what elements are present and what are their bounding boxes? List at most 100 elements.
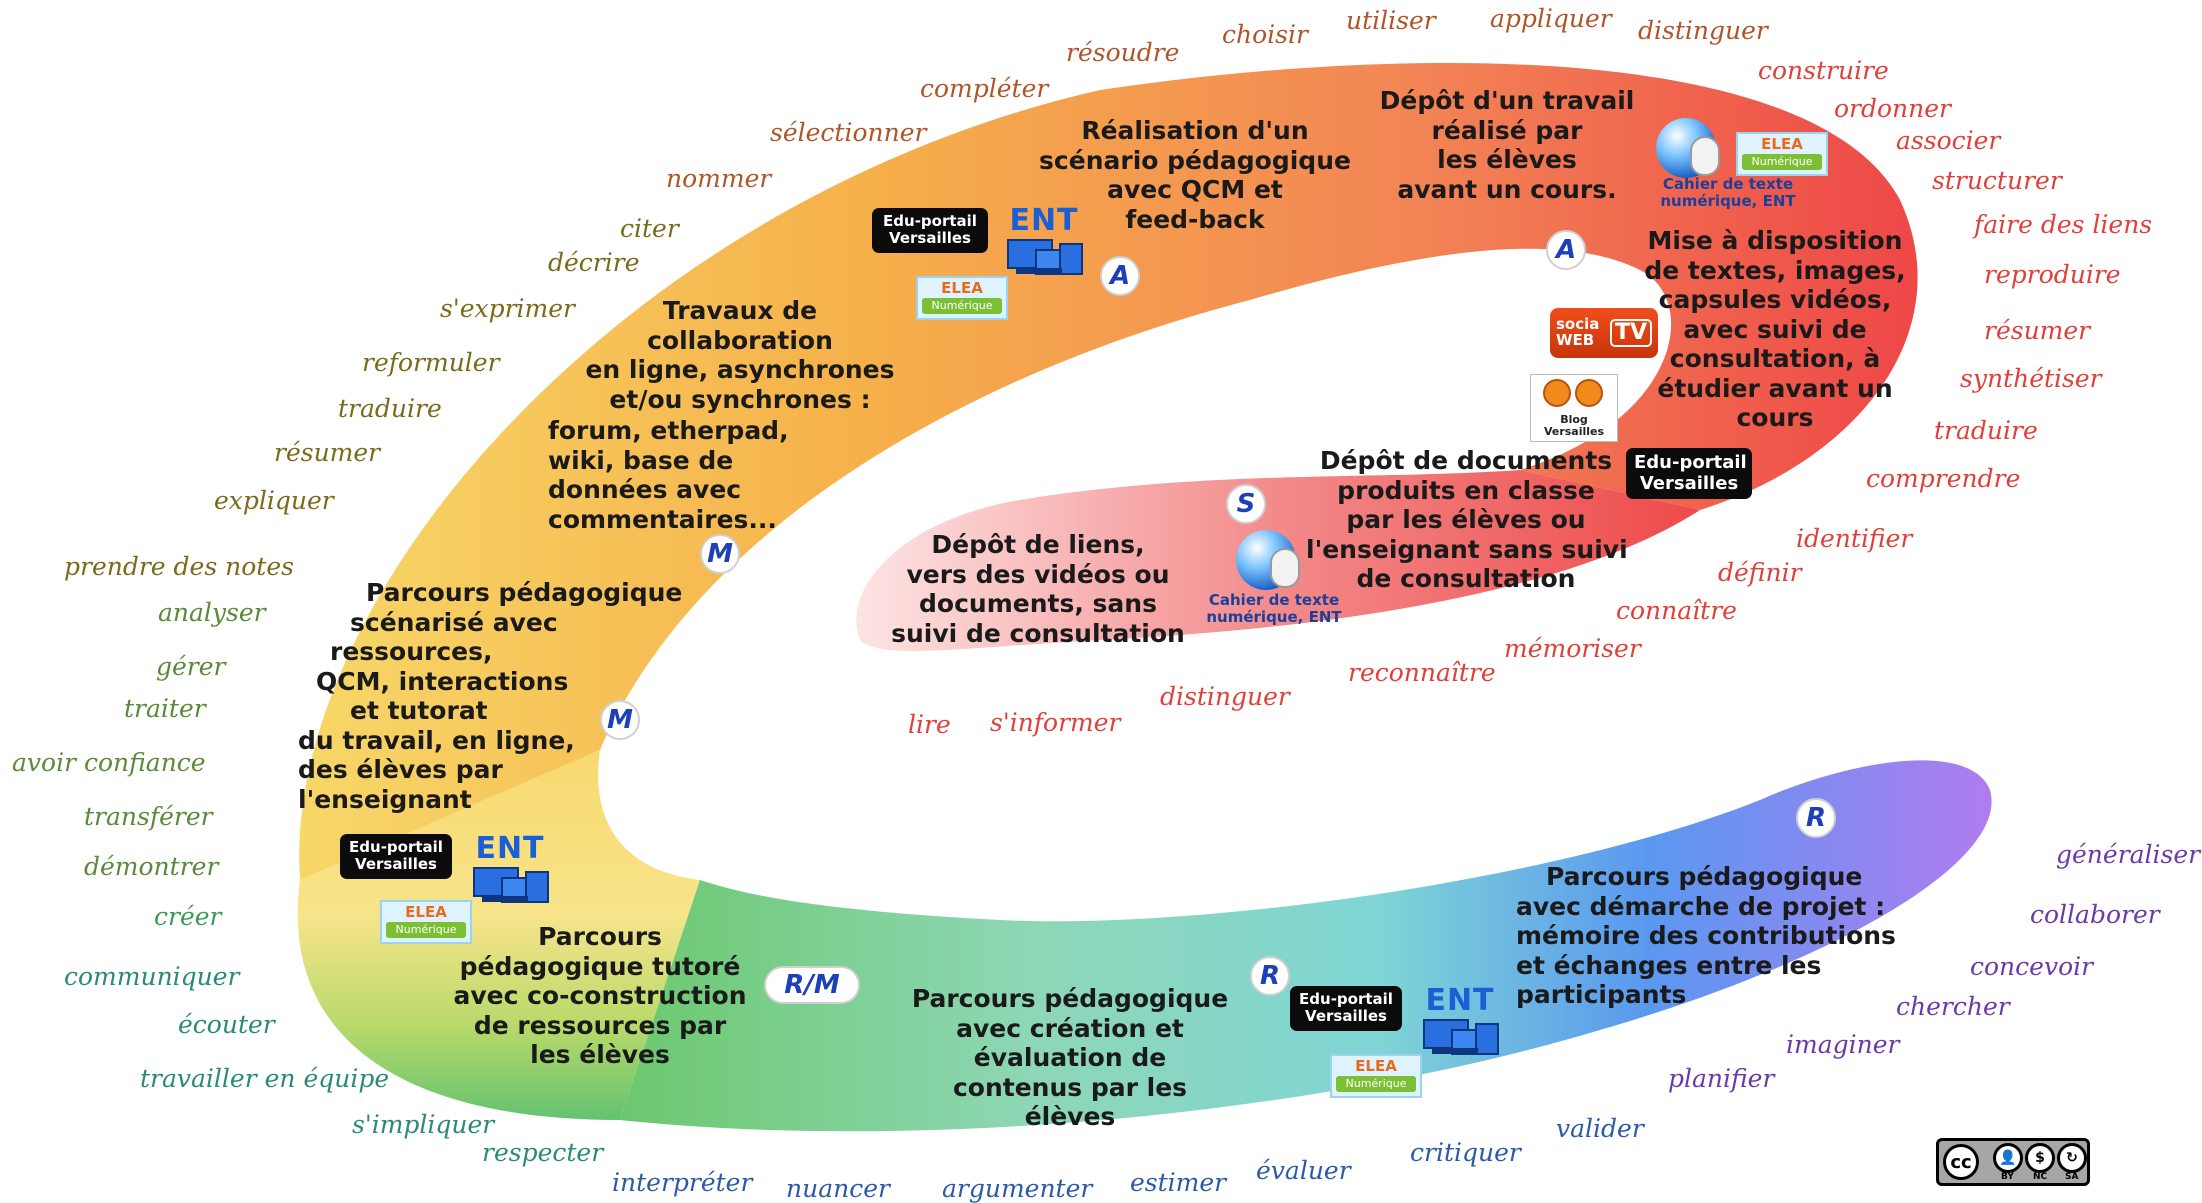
- edu-portail-logo: Edu-portail Versailles: [1290, 986, 1402, 1031]
- verb: définir: [1718, 558, 1802, 587]
- badge-a: A: [1546, 230, 1586, 270]
- elea-logo: ELEA Numérique: [1736, 132, 1828, 176]
- verb: mémoriser: [1504, 634, 1641, 663]
- verb: communiquer: [64, 962, 240, 991]
- block-line: Travaux de: [662, 296, 818, 325]
- block-line: Parcours pédagogique: [911, 984, 1229, 1013]
- portal-line: Versailles: [889, 229, 971, 248]
- verb: évaluer: [1256, 1156, 1351, 1185]
- block-parcours-scenarise: Parcours pédagogique scénarisé avec ress…: [298, 578, 698, 814]
- verb: associer: [1896, 126, 2001, 155]
- verb: créer: [154, 902, 222, 931]
- block-line: avec QCM et: [1107, 175, 1283, 204]
- verb: nommer: [666, 164, 772, 193]
- ent-logo: ENT: [996, 206, 1092, 280]
- block-parcours-projet: Parcours pédagogique avec démarche de pr…: [1516, 862, 1916, 1010]
- cc-label: SA: [2065, 1172, 2079, 1182]
- portal-line: Edu-portail: [1299, 990, 1393, 1008]
- verb: sélectionner: [770, 118, 927, 147]
- elea-subtitle: Numérique: [386, 922, 466, 938]
- edu-portail-logo: Edu-portail Versailles: [1626, 448, 1752, 500]
- verb: collaborer: [2030, 900, 2160, 929]
- portal-line: Edu-portail: [1634, 452, 1747, 473]
- block-line: consultation, à: [1669, 344, 1881, 373]
- block-line: suivi de consultation: [891, 618, 1185, 648]
- verb: valider: [1556, 1114, 1644, 1143]
- block-line: vers des vidéos ou: [906, 559, 1170, 589]
- ent-logo: ENT: [1412, 986, 1508, 1060]
- verb: décrire: [548, 248, 640, 277]
- badge-r: R: [1796, 798, 1836, 838]
- blog-label: Blog Versailles: [1531, 413, 1617, 438]
- block-line: et tutorat: [350, 696, 488, 725]
- verb: choisir: [1222, 20, 1308, 49]
- badge-rm: R/M: [764, 966, 860, 1004]
- verb: interpréter: [612, 1168, 753, 1197]
- block-line: et échanges entre les: [1516, 950, 1822, 980]
- spiral-band-bottom: [620, 760, 1992, 1132]
- block-line: avec création et: [956, 1013, 1184, 1043]
- sociaweb-text: socia WEB: [1556, 316, 1599, 349]
- cahier-line: Cahier de texte: [1208, 591, 1340, 609]
- verb: traduire: [338, 394, 442, 423]
- block-line: réalisé par: [1431, 115, 1583, 145]
- elea-title: ELEA: [1355, 1057, 1397, 1075]
- block-line: Parcours pédagogique: [1546, 862, 1863, 891]
- block-line: produits en classe: [1337, 475, 1595, 505]
- verb: travailler en équipe: [140, 1064, 390, 1093]
- block-line: Parcours: [538, 922, 662, 951]
- block-realisation-scenario: Réalisation d'un scénario pédagogique av…: [1030, 116, 1360, 234]
- block-depot-travail: Dépôt d'un travail réalisé par les élève…: [1362, 86, 1652, 204]
- cc-logo-icon: cc: [1943, 1144, 1979, 1180]
- edu-portail-logo: Edu-portail Versailles: [340, 834, 452, 879]
- sociaweb-tv-logo: socia WEB TV: [1550, 308, 1658, 358]
- cahier-line: numérique, ENT: [1206, 608, 1342, 627]
- verb: reproduire: [1984, 260, 2121, 289]
- block-line: contenus par les: [952, 1072, 1188, 1102]
- ent-text: ENT: [1009, 203, 1079, 238]
- verb: respecter: [482, 1138, 604, 1167]
- verb: résumer: [274, 438, 381, 467]
- devices-icon: [1007, 239, 1083, 275]
- verb: prendre des notes: [64, 552, 294, 581]
- block-travaux-collaboration: Travaux de collaboration en ligne, async…: [540, 296, 940, 414]
- verb: argumenter: [942, 1174, 1093, 1203]
- block-line: avec suivi de: [1683, 314, 1867, 344]
- badge-a: A: [1100, 256, 1140, 296]
- verb: résoudre: [1066, 38, 1180, 67]
- cc-label: BY: [2001, 1172, 2014, 1182]
- block-line: wiki, base de: [548, 445, 734, 475]
- block-line: évaluation de: [973, 1043, 1167, 1072]
- nc-icon: $: [2025, 1143, 2055, 1173]
- block-line: l'enseignant sans suivi: [1306, 534, 1628, 564]
- block-line: Réalisation d'un: [1081, 116, 1309, 145]
- verb: chercher: [1896, 992, 2010, 1021]
- block-line: par les élèves ou: [1346, 505, 1586, 534]
- block-parcours-tutore: Parcours pédagogique tutoré avec co-cons…: [440, 922, 760, 1070]
- portal-line: Versailles: [355, 855, 437, 874]
- block-line: participants: [1516, 980, 1687, 1009]
- blog-versailles-logo: Blog Versailles: [1530, 374, 1618, 442]
- block-line: de textes, images,: [1644, 255, 1906, 285]
- verb: concevoir: [1970, 952, 2094, 981]
- verb: reformuler: [362, 348, 500, 377]
- verb: nuancer: [786, 1174, 890, 1203]
- verb: structurer: [1932, 166, 2062, 195]
- block-parcours-creation: Parcours pédagogique avec création et év…: [910, 984, 1230, 1132]
- verb: traduire: [1934, 416, 2038, 445]
- spiral-band-top: [299, 62, 1918, 881]
- edu-portail-logo: Edu-portail Versailles: [872, 208, 988, 253]
- portal-line: Versailles: [1639, 472, 1739, 494]
- block-line: Dépôt de documents: [1319, 446, 1613, 475]
- elea-logo: ELEA Numérique: [1330, 1054, 1422, 1098]
- elea-subtitle: Numérique: [1336, 1076, 1416, 1092]
- verb: comprendre: [1866, 464, 2021, 493]
- verb: utiliser: [1346, 6, 1436, 35]
- block-depot-documents: Dépôt de documents produits en classe pa…: [1306, 446, 1628, 594]
- verb: écouter: [178, 1010, 275, 1039]
- block-line: capsules vidéos,: [1658, 285, 1892, 314]
- verb: ordonner: [1834, 94, 1952, 123]
- verb: distinguer: [1638, 16, 1768, 45]
- devices-icon: [473, 867, 549, 903]
- verb: avoir confiance: [12, 748, 206, 777]
